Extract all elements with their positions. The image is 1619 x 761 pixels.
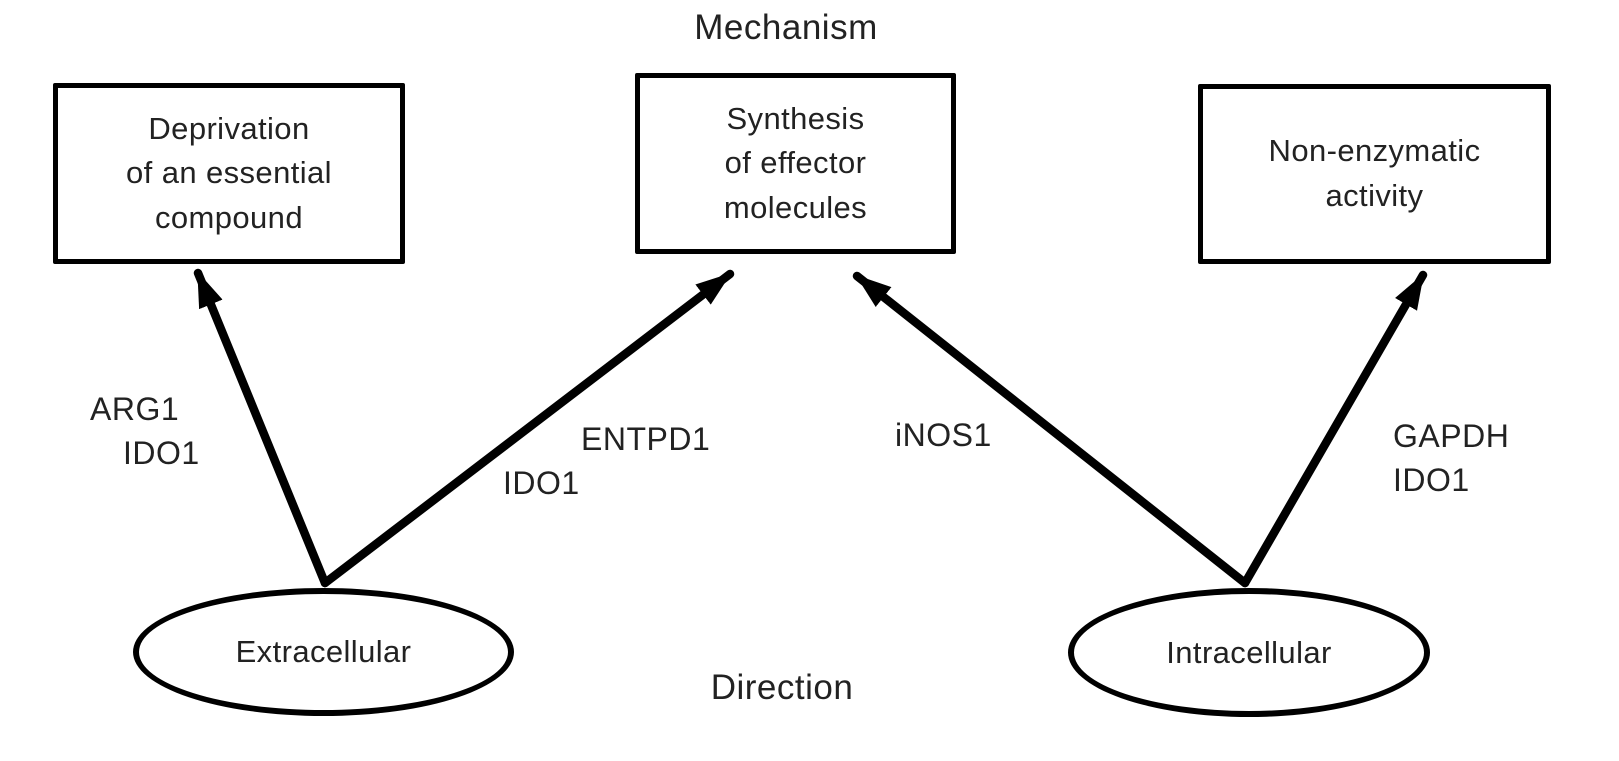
- edge-extracellular-synthesis: [320, 269, 735, 588]
- edge-label-inos1: iNOS1: [895, 417, 992, 453]
- mechanism-node-deprivation: Deprivation of an essential compound: [53, 83, 405, 264]
- edge-label-ido1-center: IDO1: [503, 465, 580, 501]
- edge-extracellular-deprivation: [193, 268, 330, 588]
- mechanism-node-non-enzymatic: Non-enzymatic activity: [1198, 84, 1551, 264]
- edge-label-ido1-right: IDO1: [1393, 462, 1470, 498]
- edge-label-entpd1: ENTPD1: [581, 421, 711, 457]
- edge-label-arg1: ARG1: [90, 391, 180, 427]
- direction-header: Direction: [710, 668, 854, 707]
- mechanism-node-synthesis: Synthesis of effector molecules: [635, 73, 956, 254]
- edge-intracellular-nonenzymatic: [1240, 270, 1428, 588]
- mechanism-header: Mechanism: [694, 8, 878, 47]
- edge-label-gapdh: GAPDH: [1393, 418, 1510, 454]
- edge-label-ido1-left: IDO1: [123, 435, 200, 471]
- direction-node-extracellular: Extracellular: [133, 588, 514, 716]
- direction-node-intracellular: Intracellular: [1068, 588, 1430, 717]
- edge-intracellular-synthesis: [852, 271, 1250, 588]
